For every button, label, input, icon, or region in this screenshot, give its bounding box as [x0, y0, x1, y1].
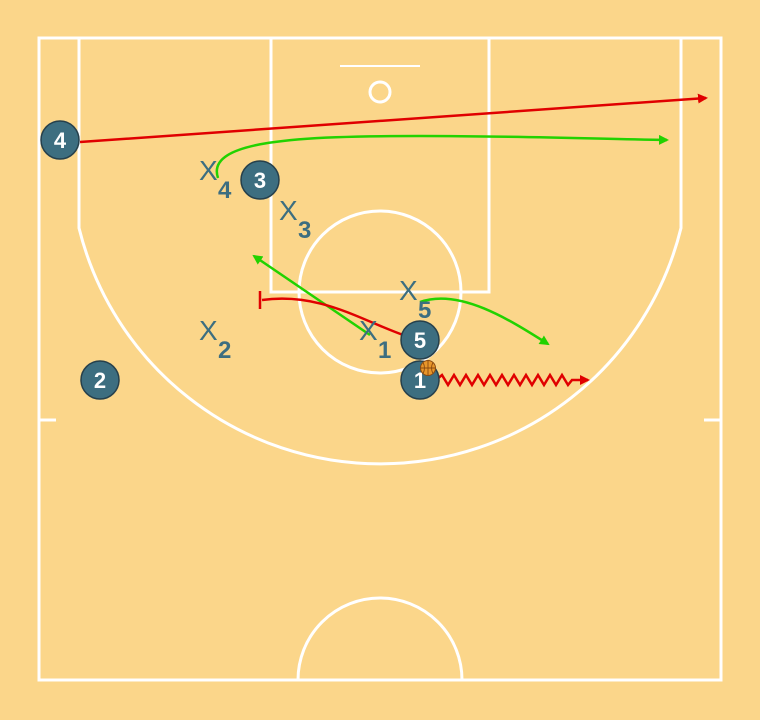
player-4-token: [40, 120, 80, 160]
player-3: 3: [240, 160, 280, 200]
defender-4: X 4: [199, 155, 232, 204]
defender-1-number: 1: [378, 337, 391, 364]
defender-3-mark: X: [279, 195, 298, 226]
pass-path-player-5: [419, 297, 550, 346]
player-3-token: [240, 160, 280, 200]
defense-players: X 1 X 2 X 3 X 4 X 5: [199, 155, 431, 364]
player-4: 4: [40, 120, 80, 160]
screen-path-player-5: [261, 297, 407, 338]
pass-path-player-1: [252, 254, 371, 337]
defender-4-number: 4: [218, 177, 232, 204]
defender-4-mark: X: [199, 155, 218, 186]
player-4-number: 4: [54, 128, 67, 153]
player-2-token: [80, 360, 120, 400]
pass-path-player-4: [215, 134, 669, 179]
dribble-path-player-1: [435, 372, 590, 388]
cut-path-player-4: [79, 93, 708, 144]
defender-5-mark: X: [399, 275, 418, 306]
player-2-number: 2: [94, 368, 106, 393]
defender-3-number: 3: [298, 217, 311, 244]
defender-3: X 3: [279, 195, 311, 244]
basketball-icon: [420, 360, 436, 376]
defender-1: X 1: [359, 315, 391, 364]
defender-2: X 2: [199, 315, 231, 364]
player-2: 2: [80, 360, 120, 400]
player-5-token: [400, 320, 440, 360]
player-5: 5: [400, 320, 440, 360]
defender-5: X 5: [399, 275, 431, 324]
player-5-number: 5: [414, 328, 426, 353]
three-point-line: [77, 38, 683, 466]
free-throw-circle: [297, 209, 463, 375]
defender-2-mark: X: [199, 315, 218, 346]
rim: [368, 80, 392, 104]
player-3-number: 3: [254, 168, 266, 193]
center-circle: [296, 596, 464, 681]
defender-5-number: 5: [418, 297, 431, 324]
defender-2-number: 2: [218, 337, 231, 364]
movement-paths: [79, 93, 708, 388]
defender-1-mark: X: [359, 315, 378, 346]
